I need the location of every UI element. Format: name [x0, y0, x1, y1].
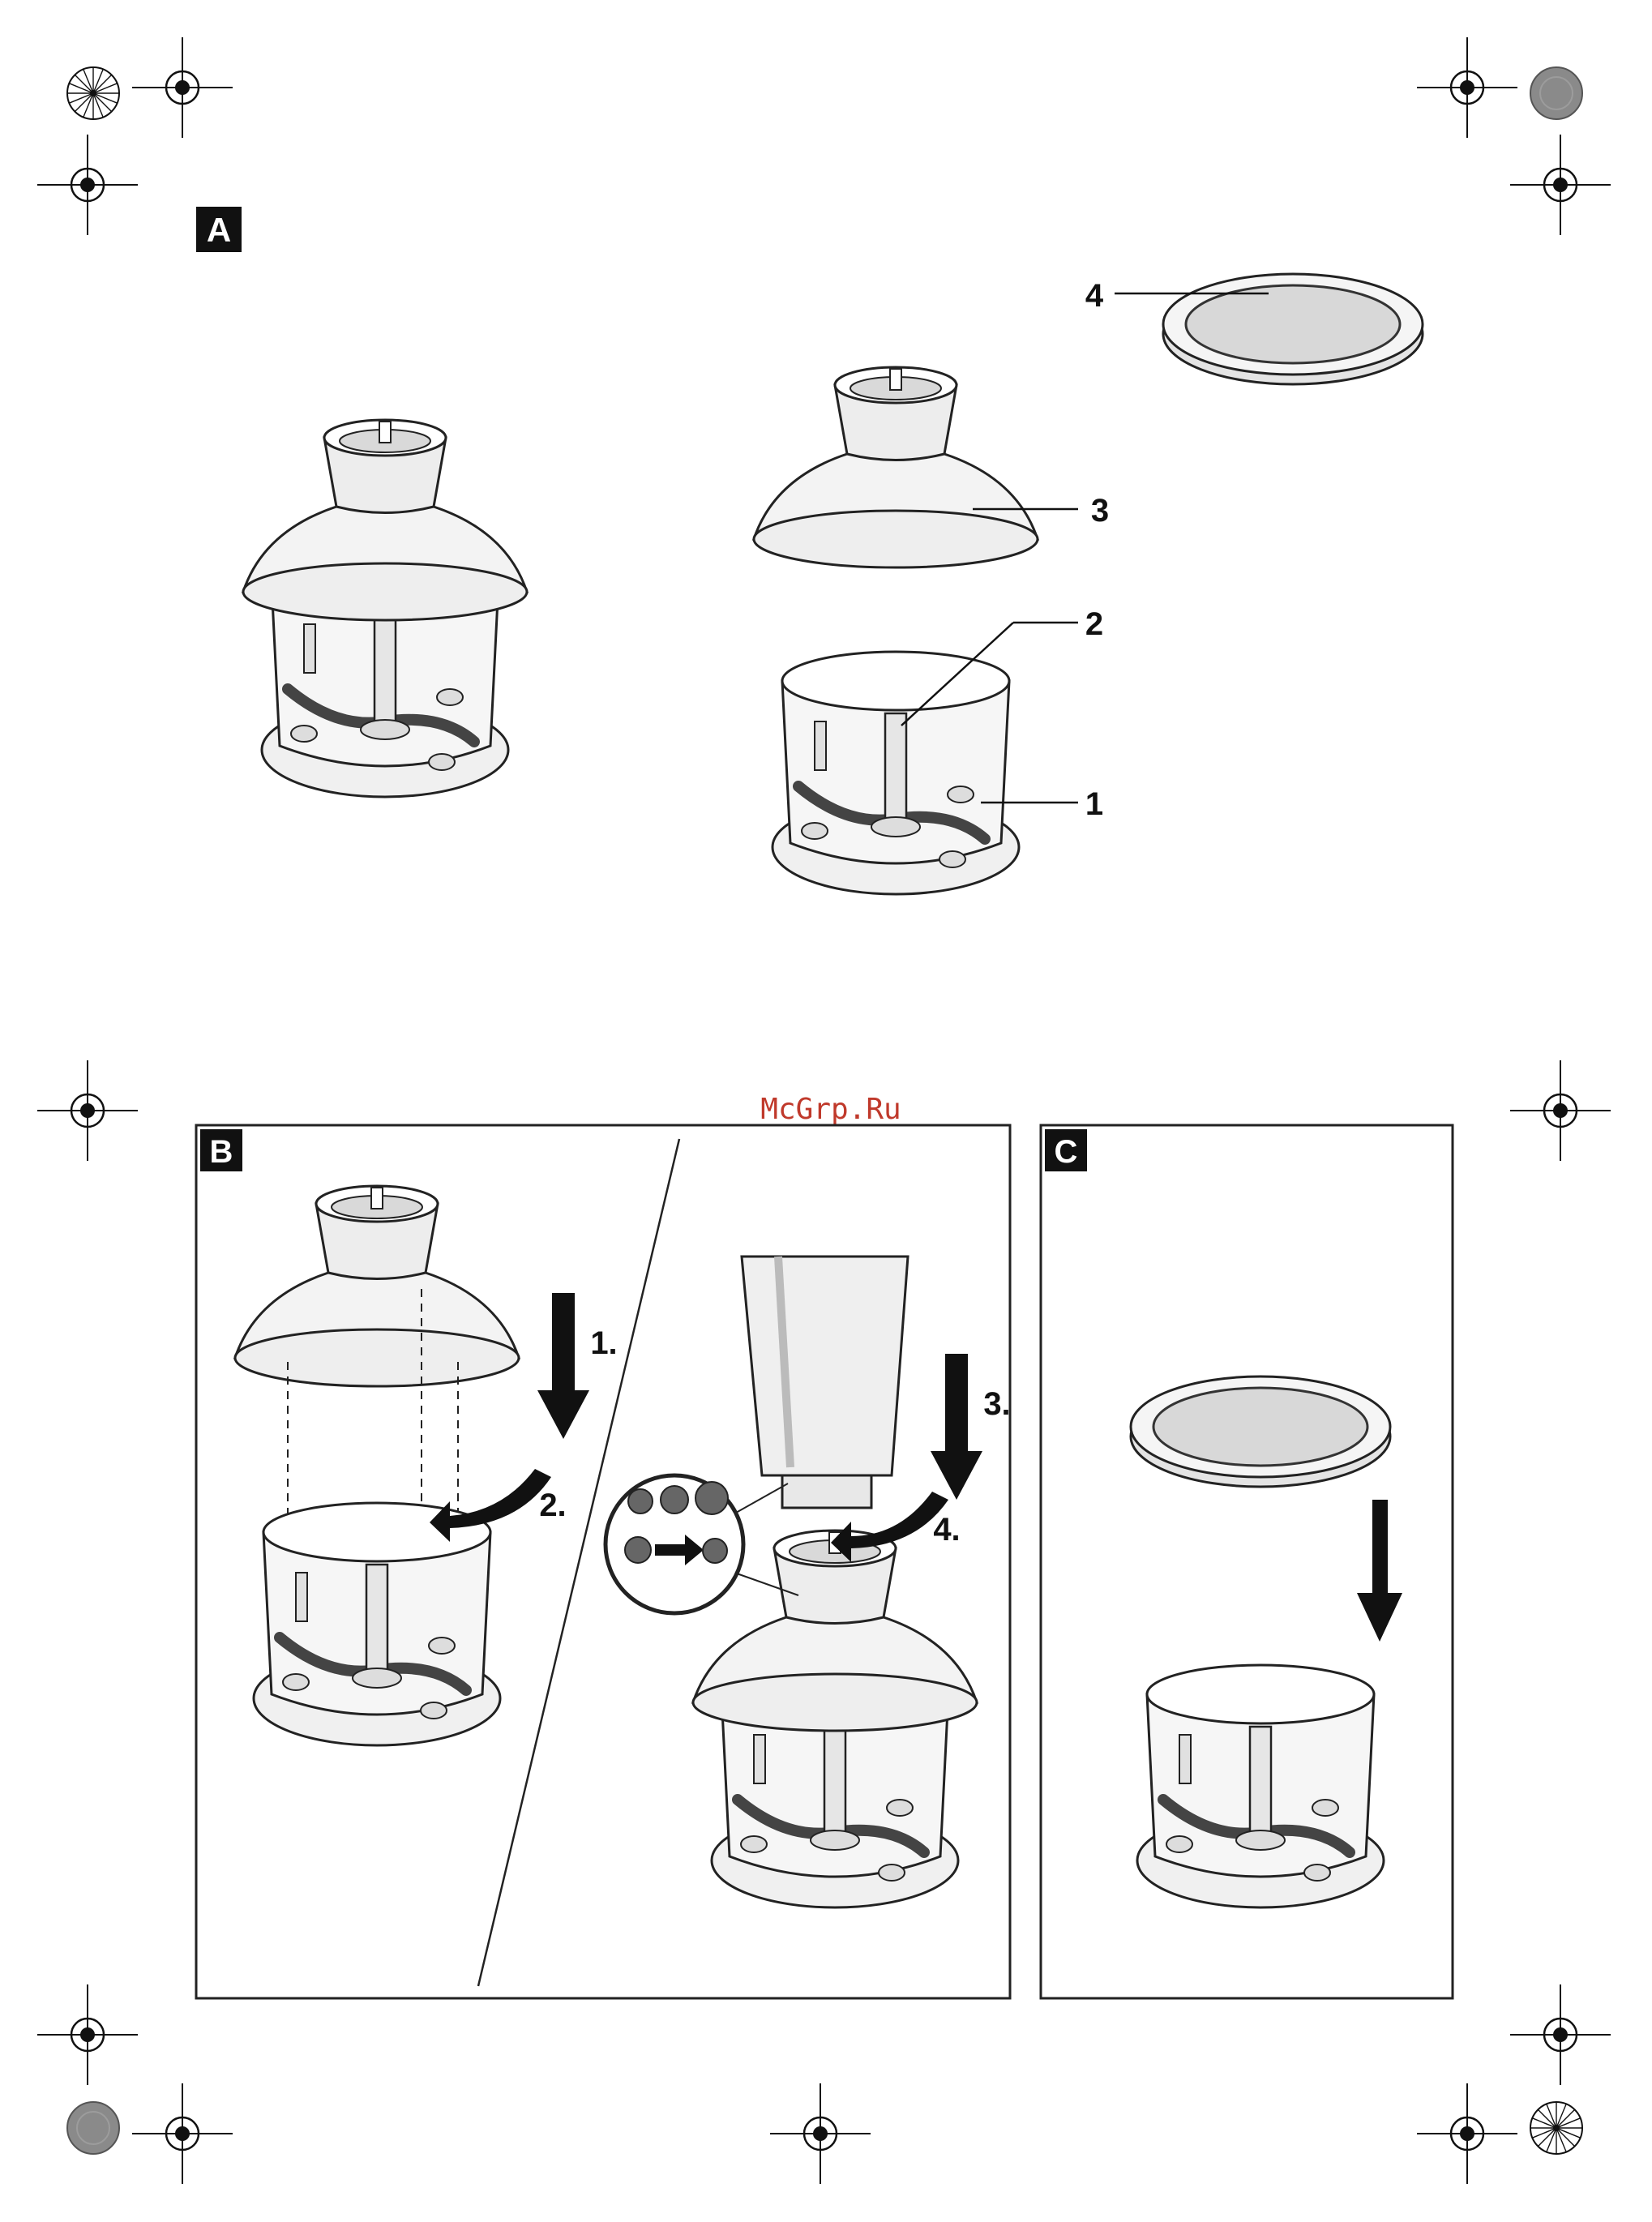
step-4-label: 4. [933, 1512, 960, 1548]
b-left-assembly [235, 1186, 519, 1745]
callout-3: 3 [1091, 493, 1109, 529]
step-1-label: 1. [590, 1325, 617, 1361]
step-2-label: 2. [539, 1488, 566, 1523]
callout-1: 1 [1085, 786, 1103, 822]
section-c: C [1041, 1125, 1453, 1998]
arrow-down-icon [931, 1354, 982, 1500]
registration-mark-icon [37, 1984, 138, 2085]
registration-mark-icon [1417, 2083, 1517, 2184]
callout-2: 2 [1085, 606, 1103, 642]
registration-mark-icon [1510, 135, 1611, 235]
section-b: B 1. 2. 3. 4. [196, 1125, 1011, 1998]
registration-mark-icon [1510, 1060, 1611, 1161]
step-3-label: 3. [983, 1386, 1010, 1422]
grey-target-icon [67, 2102, 119, 2154]
registration-mark-icon [770, 2083, 871, 2184]
arrow-down-icon [1357, 1500, 1402, 1642]
section-a-badge-label: A [207, 211, 231, 249]
alignment-zoom-icon [606, 1475, 798, 1613]
b-right-assembly [693, 1257, 977, 1907]
registration-mark-icon [37, 135, 138, 235]
assembled-chopper [243, 420, 527, 797]
registration-mark-icon [1510, 1984, 1611, 2085]
section-a: A 4 3 2 1 [196, 207, 1423, 894]
callout-4: 4 [1085, 278, 1104, 314]
starburst-target-icon [1530, 2102, 1582, 2154]
section-b-badge-label: B [210, 1134, 233, 1170]
starburst-target-icon [67, 67, 119, 119]
c-storage-assembly [1131, 1376, 1390, 1907]
grey-target-icon [1530, 67, 1582, 119]
registration-mark-icon [132, 2083, 233, 2184]
arrow-down-icon [537, 1293, 589, 1439]
watermark-text: McGrp.Ru [760, 1093, 901, 1126]
registration-mark-icon [1417, 37, 1517, 138]
registration-mark-icon [37, 1060, 138, 1161]
section-c-badge-label: C [1055, 1134, 1078, 1170]
registration-mark-icon [132, 37, 233, 138]
